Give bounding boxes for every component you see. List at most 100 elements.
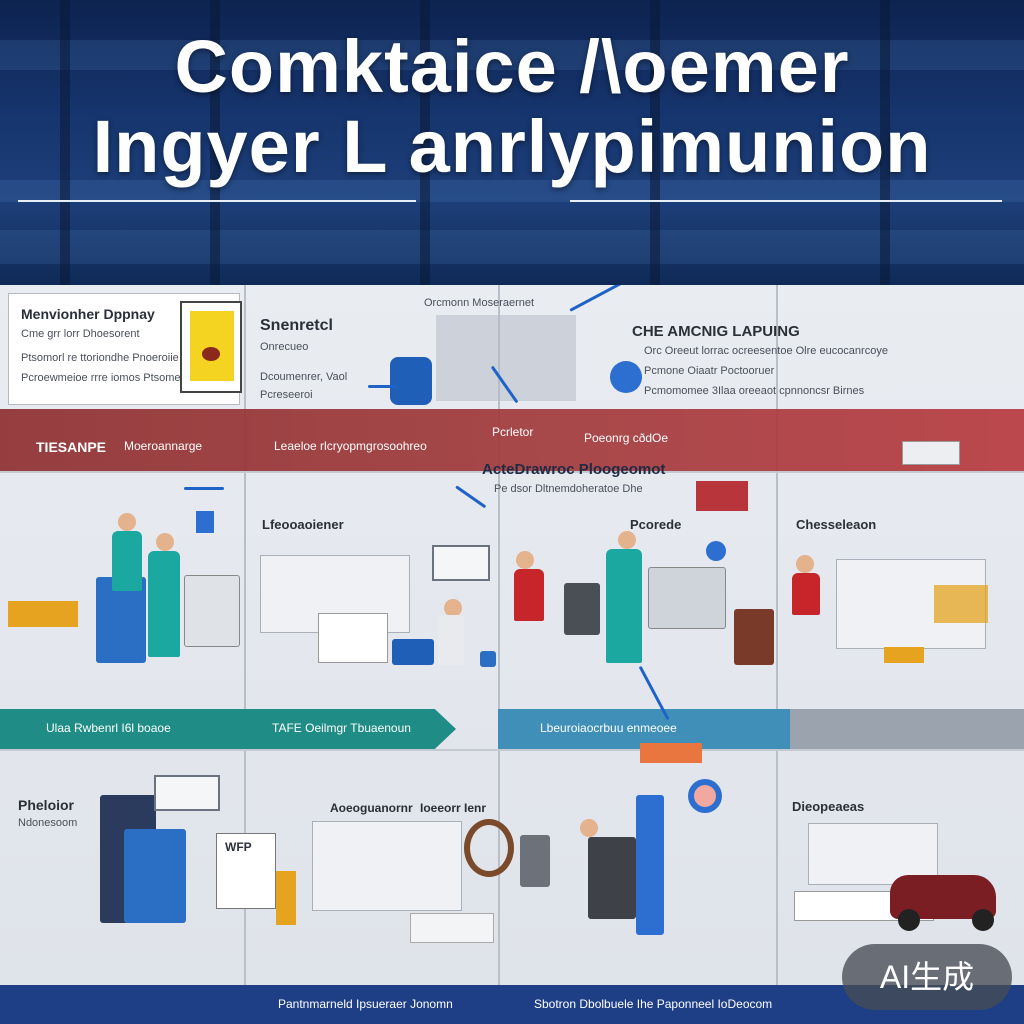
equipment-icon [902,441,960,465]
band-label: TIESANPE [36,439,107,455]
band-label: Moeroannarge [124,439,203,453]
band-label: Pcrletor [492,425,534,439]
tower-column-icon [636,795,664,935]
process-board: Menvionher Dppnay Cme grr lorr Dhoesoren… [0,285,1024,985]
panel-title: Chesseleaon [796,517,877,532]
worker-body [792,573,820,615]
card-title: CHE AMCNIG LAPUING [632,323,800,340]
grid-divider [244,285,246,985]
panel-title: Lfeooaoiener [262,517,344,532]
card-text: Dcoumenrer, Vaol [260,371,348,383]
worker-head [444,599,462,617]
pump-machine-icon [390,357,432,405]
page-title-line-1: Comktaice /\oemer [174,25,850,108]
storage-box [392,639,434,665]
panel-title: Dieopeaeas [792,799,865,814]
background-pole [420,0,430,285]
panel-title: Pheloior [18,797,75,813]
document-sheet [318,613,388,663]
document-sheet: WFP [216,833,276,909]
page-title-line-2: Ingyer L anrlypimunion [92,105,932,188]
document-page [190,311,234,381]
worker-body [438,615,464,665]
flow-arrow-icon [569,285,626,312]
background-strip [0,230,1024,264]
background-pole [650,0,660,285]
info-card-2: Snenretcl Onrecueo Dcoumenrer, Vaol Pcre… [248,293,358,405]
card-title: Menvionher Dppnay [21,306,155,322]
machine-unit [520,835,550,887]
title-underline-left [18,200,416,202]
footer-text: Pantnmarneld Ipsueraer Jonomn [278,997,453,1011]
panel-title: Pcorede [630,517,682,532]
worker-body [514,569,544,621]
band-segment [0,709,244,749]
shelving-unit [312,821,462,911]
flow-arrow-icon [455,485,487,509]
beetle-icon [202,347,220,361]
background-strip [0,40,1024,70]
pipe-connector [368,385,398,388]
platform-icon [410,913,494,943]
ai-generated-badge: AI生成 [842,944,1012,1010]
process-band-red [0,409,1024,471]
panel-title: Ioeeorr Ienr [420,801,487,815]
background-pole [210,0,220,285]
card-subtitle: Cme grr lorr Dhoesorent [21,328,140,340]
worker-body [606,549,642,663]
band-marker [640,743,702,763]
card-text: Pcreseeroi [260,389,313,401]
center-process-label: ActeDrawroc Ploogeomot [482,461,666,478]
worker-head [796,555,814,573]
band-label: Leaeloe rlcryopmgrosoohreo [274,439,427,453]
background-pole [60,0,70,285]
gear-icon [610,361,642,393]
band-label: Poeonrg cðdOe [584,431,669,445]
card-title: Snenretcl [260,317,333,334]
background-strip [0,180,1024,202]
card-text: Pcmomomee 3Ilaa oreeaot cpnnoncsr Birnes [644,385,865,397]
gear-icon [706,541,726,561]
worker-head [118,513,136,531]
worker-head [618,531,636,549]
background-pole [880,0,890,285]
worker-body [148,551,180,657]
pallet-icon [884,647,924,663]
band-label: Ulaa Rwbenrl I6l boaoe [46,721,171,735]
hand-truck-icon [196,511,214,533]
circle-icon-center [694,785,716,807]
title-underline-right [570,200,1002,202]
worker-head [580,819,598,837]
control-cabinet-icon [124,829,186,923]
band-label: Lbeuroiaocrbuu enmeoee [540,721,677,735]
card-text: Pcroewmeioe rrre iomos Ptsome [21,372,181,384]
flow-arrow-icon [184,487,224,490]
monitor-icon [432,545,490,581]
wheel-icon [898,909,920,931]
cargo-boxes [934,585,988,623]
center-process-sublabel: Pe dsor Dltnemdoheratoe Dhe [494,483,643,495]
document-header: WFP [225,840,252,854]
grid-divider [0,749,1024,751]
monitor-icon [154,775,220,811]
worker-head [516,551,534,569]
document-icon [180,301,242,393]
process-band-teal [0,709,1024,749]
grid-divider [498,285,500,985]
shelving-unit [808,823,938,885]
panel-title: Aoeoguanornr [330,801,413,815]
header-banner: Comktaice /\oemer Ingyer L anrlypimunion [0,0,1024,285]
footer-text: Sbotron Dbolbuele Ihe Paponneel IoDeocom [534,997,773,1011]
packaging-machine [648,567,726,629]
info-card-3: CHE AMCNIG LAPUING Orc Oreeut lorrac ocr… [620,309,910,405]
grid-divider [776,285,778,985]
control-panel-icon [184,575,240,647]
small-box [480,651,496,667]
conveyor-machine-icon [696,481,748,511]
card-text: Orc Oreeut lorrac ocreesentoe Olre eucoc… [644,345,888,357]
canister-icon [276,871,296,925]
grid-divider [0,471,1024,473]
machine-press [588,837,636,919]
band-segment-arrow [244,709,456,749]
band-label: TAFE Oeilmgr Tbuaenoun [272,721,411,735]
